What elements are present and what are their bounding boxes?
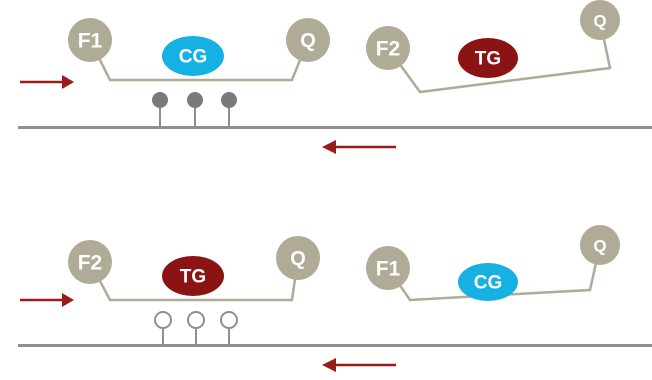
node-label: F2 <box>376 38 401 61</box>
arrow-left-top <box>322 140 396 154</box>
node-label: CG <box>474 273 503 294</box>
node-label: F1 <box>376 258 401 281</box>
node-label: TG <box>475 49 501 70</box>
node-label: Q <box>593 237 606 256</box>
node-label: F2 <box>78 252 103 275</box>
construct-right-top: F2 TG Q <box>366 0 620 94</box>
track-line <box>18 344 652 347</box>
marker-filled <box>152 92 168 108</box>
bound-markers-filled <box>152 92 237 127</box>
node-Q-circle: Q <box>276 236 320 280</box>
node-Q-circle: Q <box>580 225 620 265</box>
node-label: TG <box>180 267 206 288</box>
track-line <box>18 126 652 129</box>
tether-line <box>386 19 612 94</box>
node-label: CG <box>179 47 208 68</box>
node-label: Q <box>290 248 306 270</box>
marker-open <box>154 311 172 329</box>
construct-left-top: F1 CG Q <box>68 18 330 82</box>
node-TG-ellipse: TG <box>162 256 224 296</box>
node-F1-circle: F1 <box>68 18 112 62</box>
construct-left-bottom: F2 TG Q <box>68 236 320 302</box>
node-Q-circle: Q <box>286 18 330 62</box>
arrow-right-bottom <box>20 293 74 307</box>
panel-bottom: F2 TG Q F1 CG Q <box>18 225 652 372</box>
arrow-right-top <box>20 75 74 89</box>
node-F2-circle: F2 <box>68 240 112 284</box>
node-TG-ellipse: TG <box>458 38 518 78</box>
marker-open <box>187 311 205 329</box>
node-label: Q <box>593 12 606 31</box>
marker-filled <box>221 92 237 108</box>
panel-top: F1 CG Q F2 TG Q <box>18 0 652 154</box>
node-Q-circle: Q <box>580 0 620 40</box>
arrow-left-bottom <box>322 358 396 372</box>
construct-right-bottom: F1 CG Q <box>366 225 620 302</box>
marker-filled <box>187 92 203 108</box>
node-label: F1 <box>78 30 103 53</box>
marker-open <box>220 311 238 329</box>
node-F1-circle: F1 <box>366 246 410 290</box>
node-CG-ellipse: CG <box>162 36 224 76</box>
node-CG-ellipse: CG <box>458 263 518 301</box>
bound-markers-open <box>154 311 238 345</box>
node-F2-circle: F2 <box>366 26 410 70</box>
node-label: Q <box>300 30 316 52</box>
